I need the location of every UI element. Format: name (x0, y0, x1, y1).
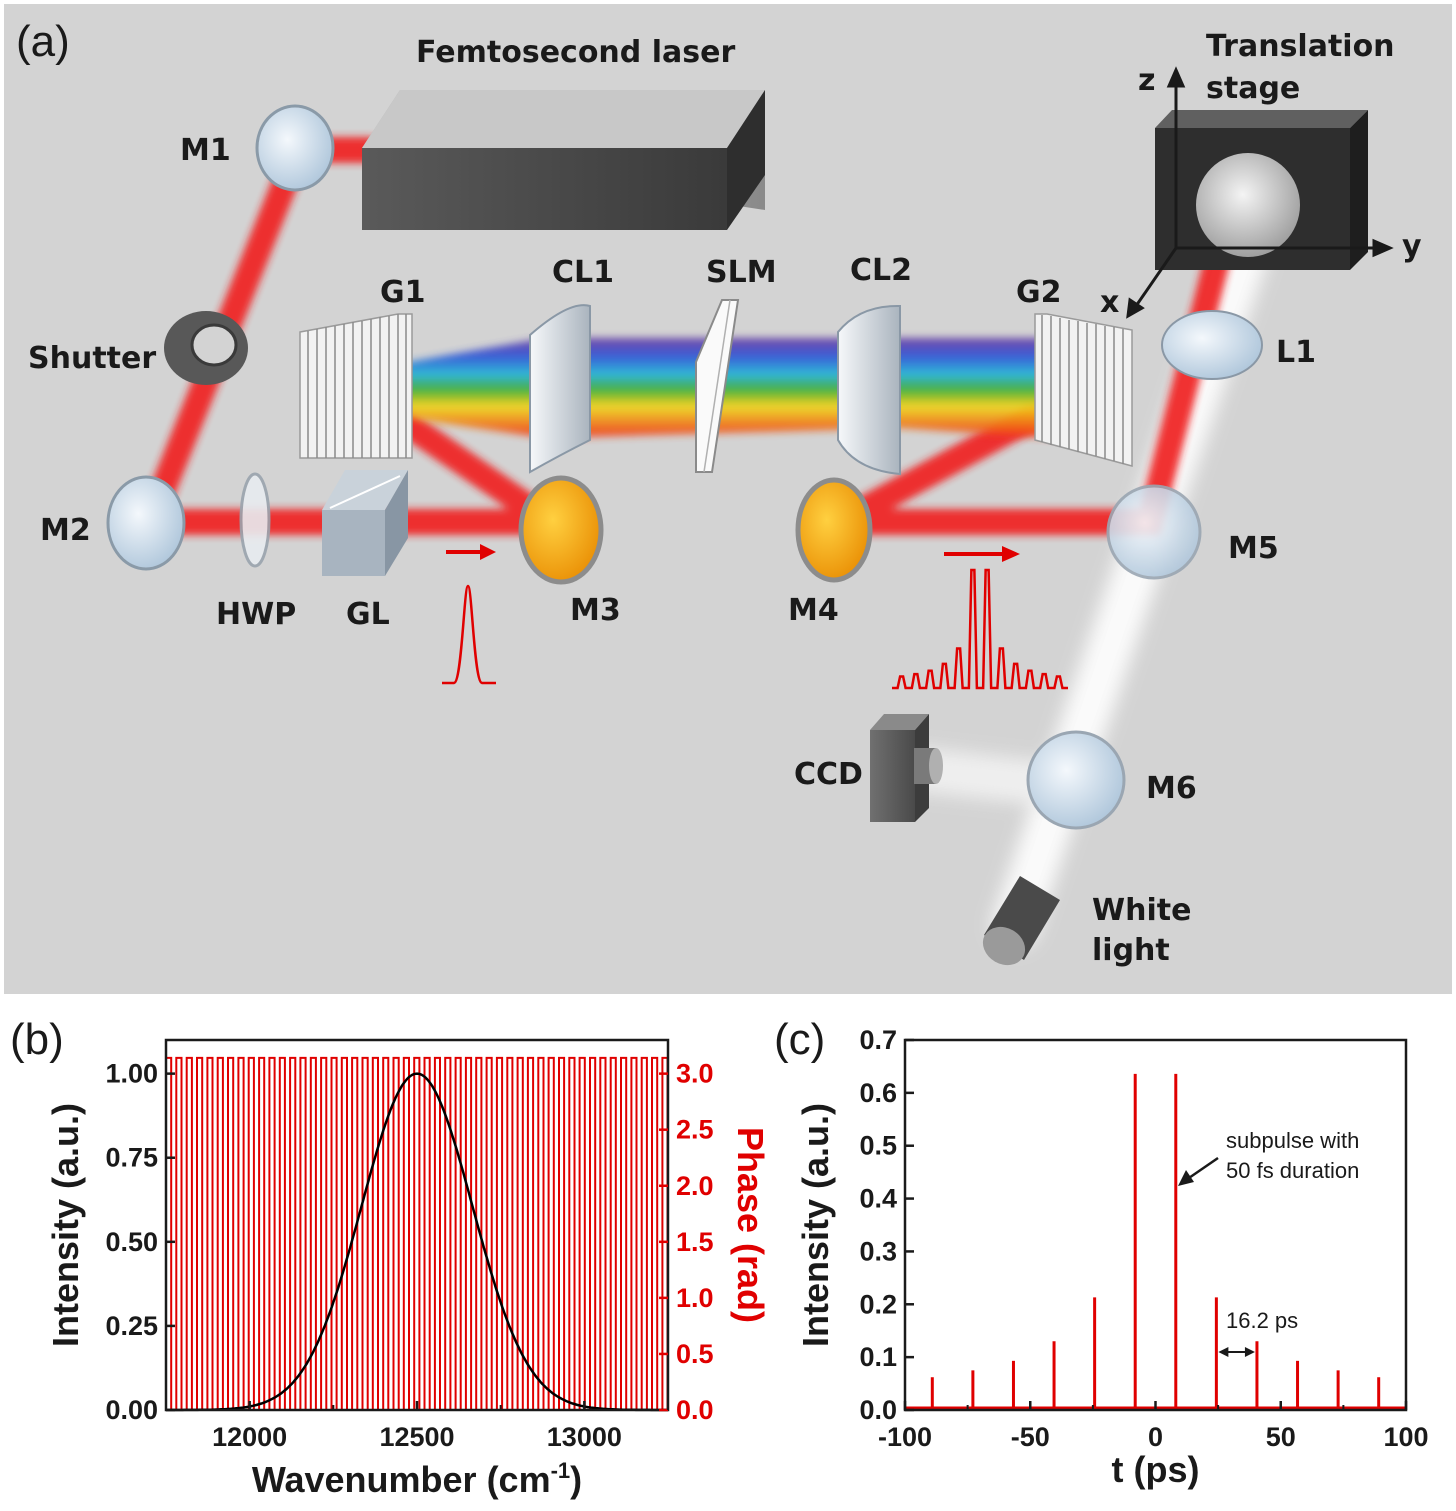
annotation-arrow (1185, 1156, 1219, 1182)
annotation-line2: 50 fs duration (1226, 1158, 1359, 1183)
white-light-source (982, 876, 1060, 966)
y-tick-label: 0.1 (859, 1342, 897, 1372)
m2-label: M2 (40, 513, 91, 548)
m6-label: M6 (1146, 771, 1197, 806)
panel-a-label: (a) (16, 17, 70, 66)
y-right-axis-title: Phase (rad) (730, 1127, 771, 1323)
y-tick-label: 0.50 (105, 1227, 158, 1257)
x-tick-label: 13000 (547, 1422, 622, 1452)
axis-y-label: y (1402, 229, 1422, 264)
spacing-label: 16.2 ps (1226, 1308, 1298, 1333)
grating-g1 (299, 313, 413, 459)
chart-c: 0.0 0.1 0.2 0.3 0.4 0.5 0.6 0.7 -100 -50 0 50 100 t (… (795, 1025, 1429, 1490)
y-tick-label: 0.2 (859, 1289, 897, 1319)
cl1-label: CL1 (552, 255, 614, 290)
mirror-m5 (1106, 484, 1202, 580)
cylindrical-lens-cl2 (837, 304, 901, 476)
panel-a: (a) Femtosecond laser Translation stage … (4, 4, 1452, 994)
mirror-m3 (518, 475, 604, 585)
stage-label-line2: stage (1206, 71, 1300, 106)
spatial-light-modulator (695, 299, 740, 473)
m4-label: M4 (788, 593, 839, 628)
plot-frame (164, 1038, 670, 1412)
y-axis-title: Intensity (a.u.) (795, 1103, 836, 1347)
y-axis-title: Intensity (a.u.) (45, 1103, 86, 1347)
intensity-series (166, 1072, 668, 1412)
y-tick-label: 0.0 (859, 1395, 897, 1425)
cylindrical-lens-cl1 (529, 304, 591, 474)
panel-b: (b) 0.00 0.25 0.50 0.75 1.00 0.0 0.5 1.0 1.5 2.0 2… (10, 1015, 771, 1500)
x-axis-title: Wavenumber (cm-1) (252, 1458, 582, 1500)
shutter (164, 311, 248, 385)
g1-label: G1 (380, 275, 426, 310)
phase-series (165, 1056, 669, 1411)
stage-axes (1126, 66, 1394, 319)
mirror-m6 (1026, 730, 1126, 830)
x-tick-label: -100 (878, 1422, 932, 1452)
lens-l1 (1161, 310, 1263, 380)
y-tick-label: 0.25 (105, 1311, 158, 1341)
m5-label: M5 (1228, 531, 1279, 566)
panel-b-label: (b) (10, 1015, 64, 1064)
y-tick-label: 0.4 (859, 1184, 897, 1214)
y-tick-label: 0.7 (859, 1025, 897, 1055)
plot-frame (903, 1038, 1408, 1412)
axis-z-label: z (1138, 63, 1155, 98)
chart-b: 0.00 0.25 0.50 0.75 1.00 0.0 0.5 1.0 1.5 2.0 2.5 3.… (45, 1038, 771, 1500)
glan-laser-polarizer (322, 470, 408, 576)
shutter-label: Shutter (28, 341, 156, 376)
mirror-m2 (106, 475, 186, 571)
y-right-tick-label: 2.0 (676, 1171, 714, 1201)
y-tick-label: 0.00 (105, 1395, 158, 1425)
annotation-line1: subpulse with (1226, 1128, 1359, 1153)
femtosecond-laser (362, 90, 765, 230)
white-light-label-line1: White (1092, 893, 1191, 928)
y-right-tick-label: 0.5 (676, 1339, 714, 1369)
y-right-tick-label: 3.0 (676, 1059, 714, 1089)
output-pulse-train (892, 546, 1068, 690)
cl2-label: CL2 (850, 253, 912, 288)
spacing-arrow-right (1244, 1347, 1255, 1357)
y-tick-label: 0.5 (859, 1131, 897, 1161)
x-tick-label: 100 (1383, 1422, 1428, 1452)
gl-label: GL (346, 597, 390, 632)
x-tick-label: 50 (1266, 1422, 1296, 1452)
y-tick-label: 0.3 (859, 1236, 897, 1266)
panel-c: (c) 0.0 0.1 0.2 0.3 0.4 0.5 0.6 0.7 -100 -50 0 50 10… (774, 1015, 1429, 1490)
slm-label: SLM (706, 255, 777, 290)
mirror-m4 (795, 477, 873, 583)
input-pulse (442, 544, 496, 685)
x-tick-label: 0 (1148, 1422, 1163, 1452)
y-tick-label: 0.75 (105, 1143, 158, 1173)
x-tick-label: 12500 (379, 1422, 454, 1452)
m3-label: M3 (570, 593, 621, 628)
mirror-m1 (255, 104, 335, 192)
m1-label: M1 (180, 133, 231, 168)
white-light-label-line2: light (1092, 933, 1170, 968)
ccd-label: CCD (794, 757, 863, 792)
x-tick-label: 12000 (212, 1422, 287, 1452)
panel-c-label: (c) (774, 1015, 825, 1064)
l1-label: L1 (1276, 335, 1316, 370)
y-right-tick-label: 1.5 (676, 1227, 714, 1257)
grating-g2 (1034, 313, 1133, 467)
translation-stage (1155, 110, 1368, 270)
y-right-tick-label: 1.0 (676, 1283, 714, 1313)
axis-x-label: x (1100, 285, 1119, 320)
hwp-label: HWP (216, 597, 296, 632)
y-tick-label: 1.00 (105, 1059, 158, 1089)
x-axis-title: t (ps) (1112, 1449, 1200, 1490)
laser-label: Femtosecond laser (416, 35, 735, 70)
y-right-tick-label: 0.0 (676, 1395, 714, 1425)
g2-label: G2 (1016, 275, 1062, 310)
ccd-camera (870, 714, 943, 822)
spacing-arrow-left (1218, 1347, 1229, 1357)
stage-label-line1: Translation (1206, 29, 1395, 64)
y-right-tick-label: 2.5 (676, 1115, 714, 1145)
y-tick-label: 0.6 (859, 1078, 897, 1108)
x-tick-label: -50 (1011, 1422, 1050, 1452)
half-wave-plate (239, 472, 271, 568)
annotation-arrowhead (1178, 1170, 1194, 1186)
